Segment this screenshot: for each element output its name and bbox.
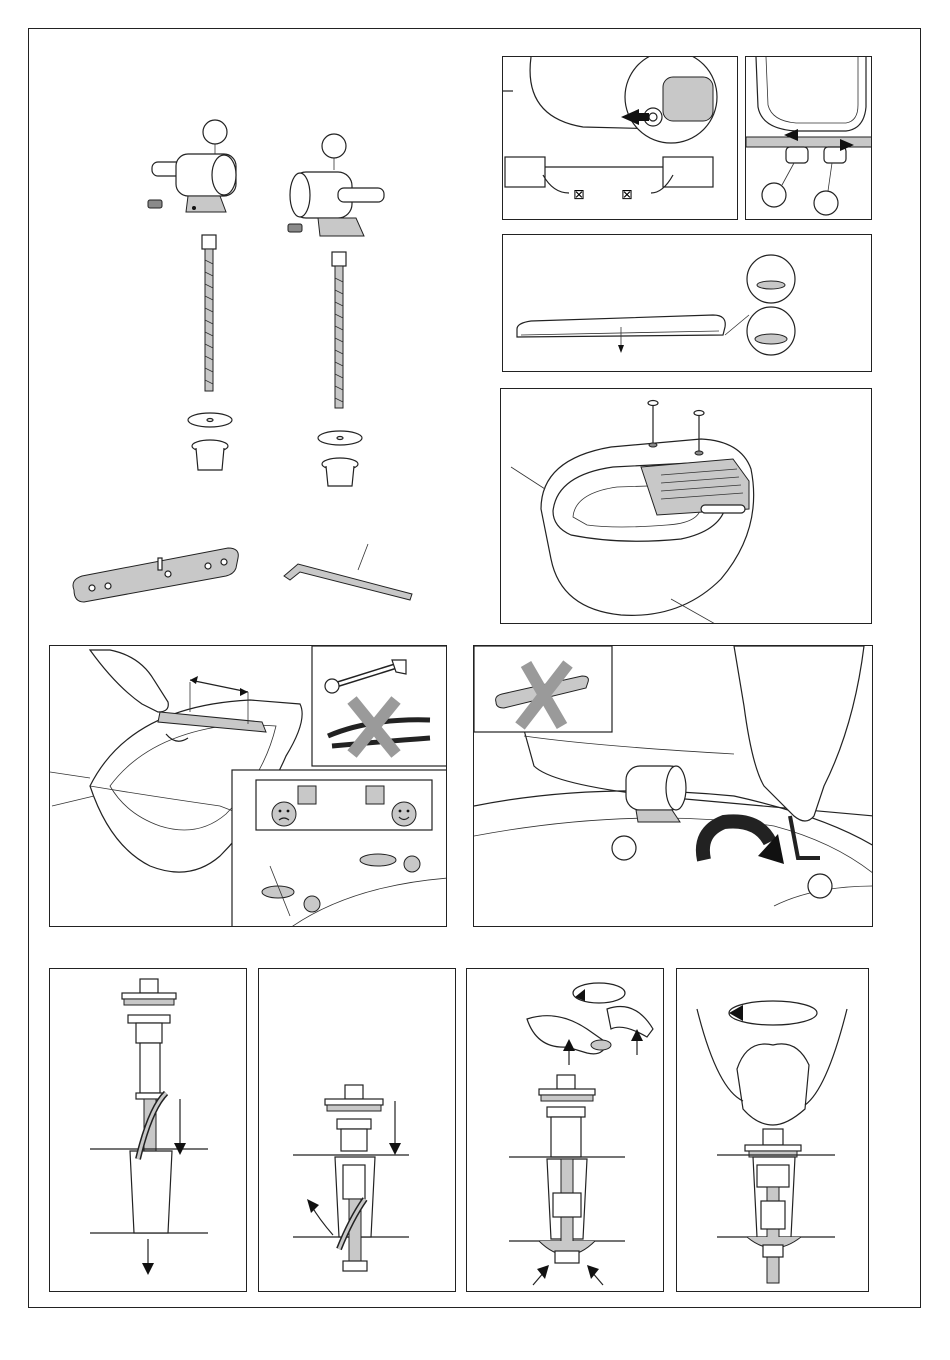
callout-circle-hinge: [612, 836, 636, 860]
callout-circle-a: [203, 120, 227, 144]
toilet-mount-illustration: [501, 389, 872, 624]
hex-tightening-panel: [473, 645, 873, 927]
hex-key-illustration: [474, 646, 873, 927]
parts-kit-illustration: [48, 60, 488, 620]
callout-circle-right: [814, 191, 838, 215]
buffer-detail-illustration: [503, 235, 872, 372]
step-4-panel: [676, 968, 869, 1292]
callout-circle-key: [808, 874, 832, 898]
final-tighten-step: [677, 969, 869, 1292]
parts-overview-panel: [48, 60, 488, 620]
hinge-slide-panel: [745, 56, 872, 220]
plate-alignment-panel: [49, 645, 447, 927]
hinge-release-illustration: ⊠ ⊠: [503, 57, 738, 220]
hand: [734, 646, 864, 821]
hand: [737, 1044, 809, 1125]
buffer-zoom-lower: [747, 307, 795, 355]
template-plate-illustration: [50, 646, 447, 927]
toilet-mounting-panel: [500, 388, 872, 624]
svg-text:⊠: ⊠: [573, 187, 585, 203]
svg-text:⊠: ⊠: [621, 187, 633, 203]
sad-face-small-icon: [304, 896, 320, 912]
nut-tighten-step: [467, 969, 664, 1292]
step-1-panel: [49, 968, 247, 1292]
callout-circle-left: [762, 183, 786, 207]
anchor-insert-step: [50, 969, 247, 1292]
sad-face-icon: [272, 802, 296, 826]
step-2-panel: [258, 968, 456, 1292]
hinge-detail-panel: ⊠ ⊠: [502, 56, 738, 220]
buffer-zoom-upper: [747, 255, 795, 303]
anchor-expand-step: [259, 969, 456, 1292]
hinge-slide-illustration: [746, 57, 872, 220]
step-3-panel: [466, 968, 664, 1292]
callout-circle-b: [322, 134, 346, 158]
happy-face-icon: [392, 802, 416, 826]
seat-buffers-panel: [502, 234, 872, 372]
happy-face-small-icon: [404, 856, 420, 872]
